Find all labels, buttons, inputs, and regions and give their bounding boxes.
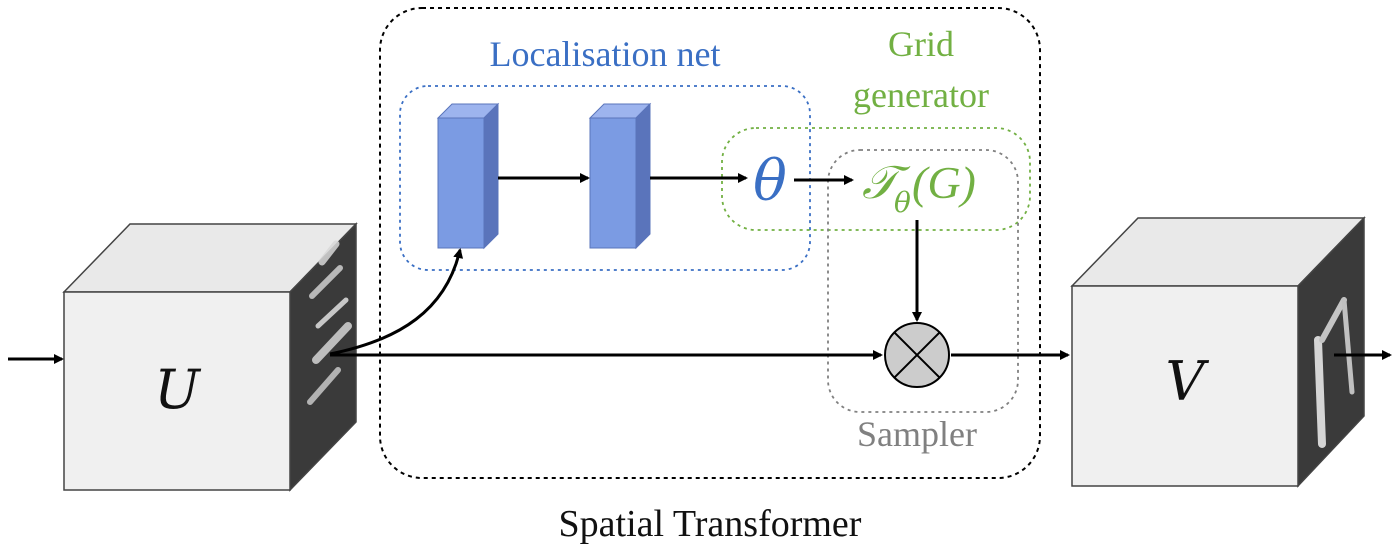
sampler-region — [827, 149, 1019, 413]
output-cube-front-face — [1071, 285, 1299, 487]
transform-subscript-theta: θ — [894, 186, 911, 219]
grid-generator-region — [721, 127, 1031, 231]
u-to-localisation-arrow — [329, 248, 464, 356]
grid-transform-expression: 𝒯 θ (G) — [862, 155, 976, 219]
localisation-net-region — [399, 85, 811, 271]
localisation-layer-2 — [588, 102, 652, 250]
sampler-label: Sampler — [857, 414, 977, 454]
output-symbol-v: V — [1166, 350, 1210, 413]
transform-argument: (G) — [912, 157, 976, 208]
grid-generator-label-line1: Grid — [888, 24, 954, 64]
input-digit-image — [307, 240, 352, 405]
spatial-transformer-box — [379, 7, 1041, 479]
input-feature-map-u: U — [62, 222, 358, 492]
sampler-multiply-node — [884, 322, 950, 388]
output-feature-map-v: V — [1070, 216, 1366, 488]
theta-symbol: θ — [753, 149, 787, 214]
localisation-net-label: Localisation net — [490, 34, 721, 74]
input-symbol-u: U — [154, 358, 201, 421]
input-cube-front-face — [63, 291, 291, 491]
spatial-transformer-title: Spatial Transformer — [559, 503, 862, 545]
localisation-layer-1 — [436, 102, 500, 250]
grid-generator-label-line2: generator — [853, 75, 989, 115]
output-digit-image — [1314, 297, 1355, 448]
